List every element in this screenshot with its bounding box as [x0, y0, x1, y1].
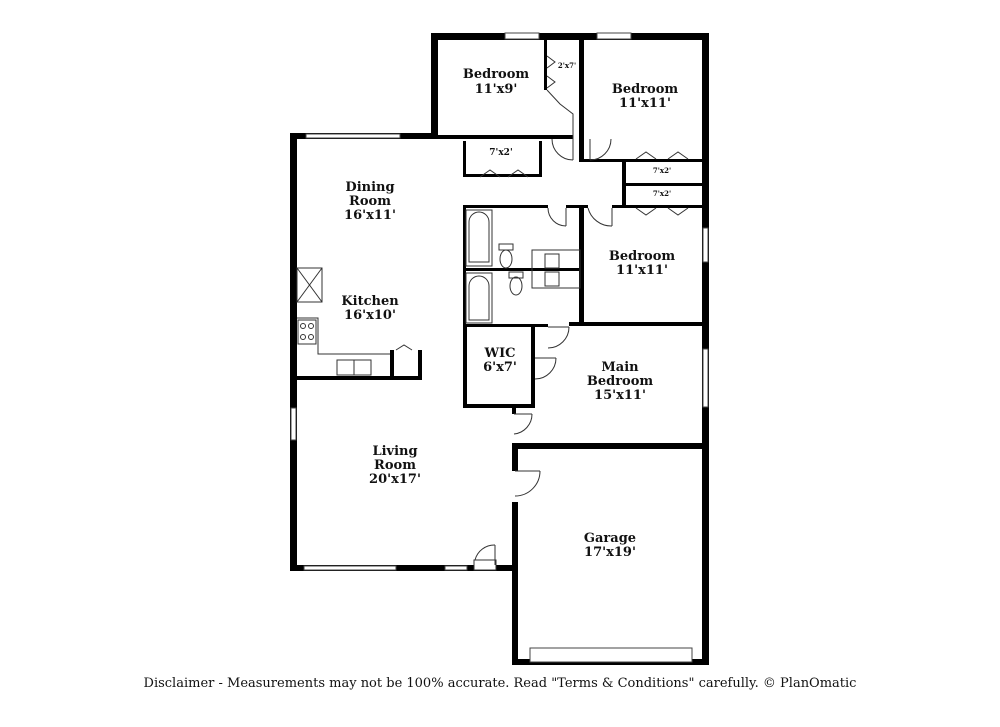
living-name-line2: Room	[374, 458, 416, 473]
wic-size: 6'x7'	[483, 360, 517, 375]
closet-bed-top-right-size: 7'x2'	[653, 166, 671, 175]
garage-name: Garage	[584, 531, 636, 546]
closet-bed-mid-size: 7'x2'	[653, 189, 671, 198]
fixtures	[296, 209, 581, 376]
room-labels: Bedroom 11'x9' 2'x7' Bedroom 11'x11' 7'x…	[341, 61, 678, 560]
main-bedroom-name-line2: Bedroom	[587, 374, 654, 389]
windows	[290, 32, 709, 663]
kitchen-size: 16'x10'	[344, 308, 396, 323]
disclaimer-text: Disclaimer - Measurements may not be 100…	[143, 676, 857, 691]
doors	[473, 138, 613, 571]
bedroom-top-left-size: 11'x9'	[475, 82, 518, 97]
wic-name: WIC	[483, 346, 515, 361]
dining-size: 16'x11'	[344, 208, 396, 223]
floor-plan: Bedroom 11'x9' 2'x7' Bedroom 11'x11' 7'x…	[290, 32, 709, 665]
kitchen-name: Kitchen	[341, 294, 399, 309]
living-size: 20'x17'	[369, 472, 421, 487]
closet-hall-size: 7'x2'	[489, 148, 512, 158]
interior-walls	[297, 40, 709, 471]
dining-name-line1: Dining	[345, 180, 394, 195]
bedroom-mid-size: 11'x11'	[616, 263, 668, 278]
garage-size: 17'x19'	[584, 545, 636, 560]
main-bedroom-name-line1: Main	[601, 360, 639, 375]
dining-name-line2: Room	[349, 194, 391, 209]
bedroom-top-right-size: 11'x11'	[619, 96, 671, 111]
closet-doors	[395, 55, 689, 351]
main-bedroom-size: 15'x11'	[594, 388, 646, 403]
closet-top-left-size: 2'x7'	[558, 61, 576, 70]
bedroom-mid-name: Bedroom	[609, 249, 676, 264]
bedroom-top-left-name: Bedroom	[463, 67, 530, 82]
living-name-line1: Living	[372, 444, 417, 459]
bedroom-top-right-name: Bedroom	[612, 82, 679, 97]
